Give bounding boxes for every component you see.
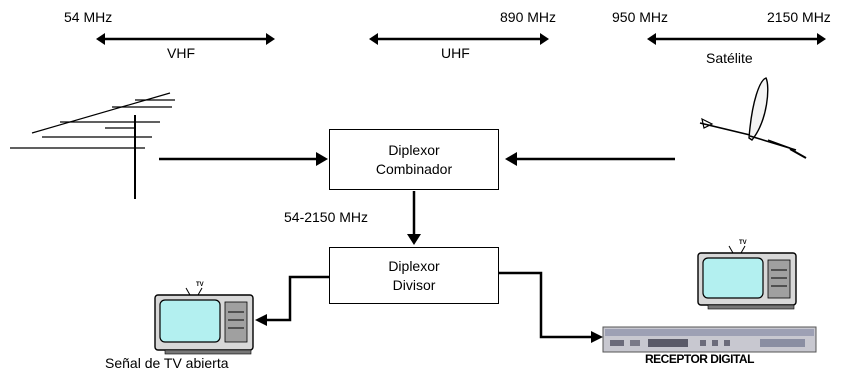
satellite-range-arrow bbox=[647, 33, 826, 45]
combiner-to-splitter-arrow bbox=[407, 191, 421, 245]
digital-receiver-icon bbox=[603, 327, 816, 352]
receiver-label: RECEPTOR DIGITAL bbox=[645, 352, 754, 366]
antenna-to-combiner-arrow bbox=[159, 152, 328, 166]
combiner-line2: Combinador bbox=[376, 160, 452, 179]
uhf-end-frequency: 890 MHz bbox=[500, 9, 556, 25]
tv-badge-left: TV bbox=[196, 282, 204, 288]
satellite-start-frequency: 950 MHz bbox=[612, 9, 668, 25]
vhf-start-frequency: 54 MHz bbox=[64, 9, 112, 25]
satellite-end-frequency: 2150 MHz bbox=[767, 9, 831, 25]
combiner-diplexer-box: Diplexor Combinador bbox=[329, 129, 499, 190]
combiner-line1: Diplexor bbox=[388, 141, 439, 160]
splitter-line1: Diplexor bbox=[388, 257, 439, 276]
splitter-to-receiver-arrow bbox=[498, 273, 603, 343]
uhf-range-arrow bbox=[369, 33, 549, 45]
satellite-dish-icon bbox=[700, 78, 806, 158]
vhf-range-arrow bbox=[96, 33, 275, 45]
uhf-band-label: UHF bbox=[441, 45, 470, 61]
vhf-band-label: VHF bbox=[167, 45, 195, 61]
open-tv-icon bbox=[155, 288, 253, 354]
digital-tv-icon bbox=[698, 246, 796, 309]
tv-badge-right: TV bbox=[739, 240, 747, 246]
splitter-line2: Divisor bbox=[393, 276, 436, 295]
tv-antenna-icon bbox=[10, 93, 175, 199]
satellite-band-label: Satélite bbox=[706, 50, 753, 66]
open-tv-label: Señal de TV abierta bbox=[105, 355, 229, 371]
splitter-to-tv-arrow bbox=[255, 277, 329, 326]
dish-to-combiner-arrow bbox=[505, 152, 675, 166]
splitter-diplexer-box: Diplexor Divisor bbox=[329, 247, 499, 304]
link-frequency-label: 54-2150 MHz bbox=[284, 209, 368, 225]
